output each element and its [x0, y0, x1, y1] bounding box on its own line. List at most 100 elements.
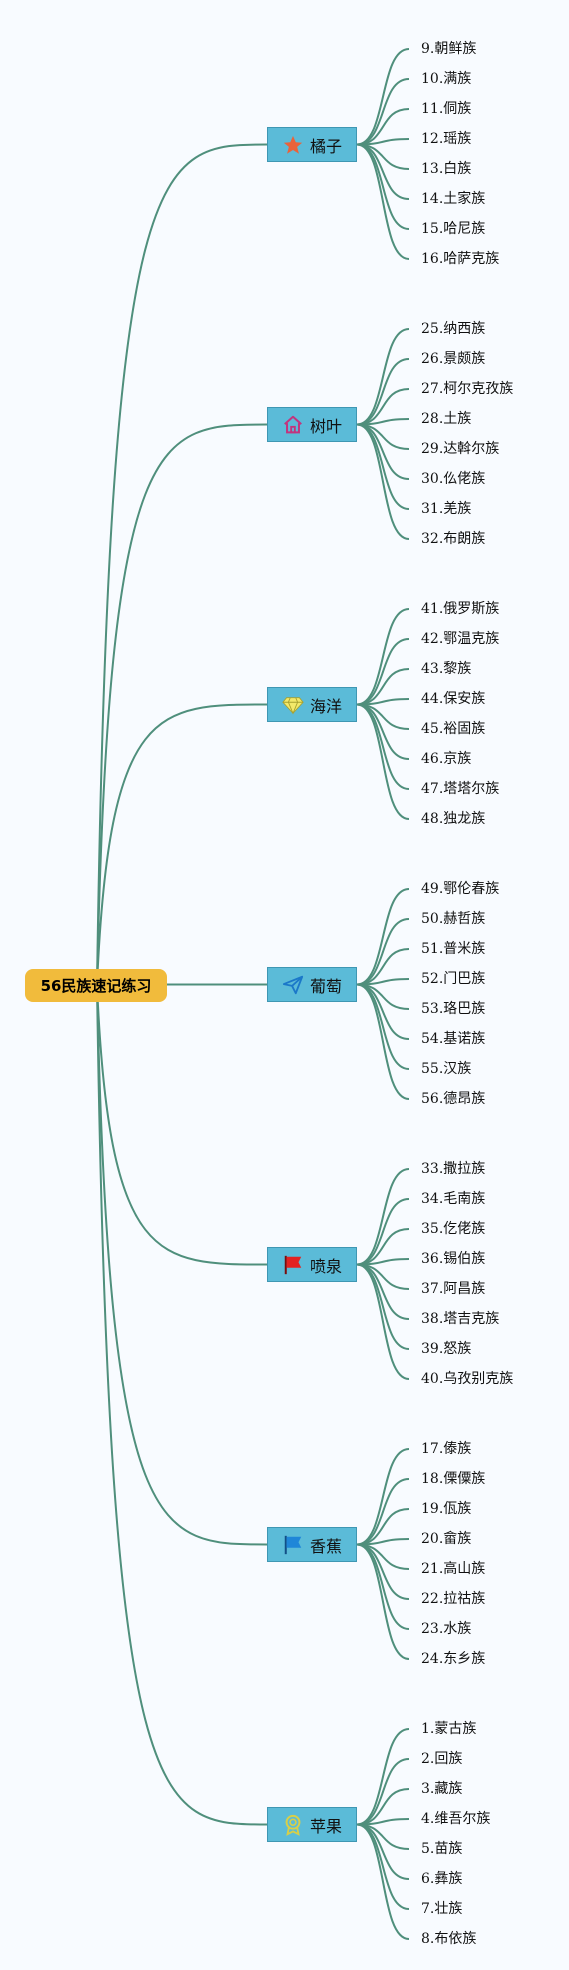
leaf-topic[interactable]: 9.朝鲜族	[421, 41, 477, 57]
branch-leaf-link	[356, 1448, 410, 1546]
branch-label: 海洋	[309, 696, 342, 716]
leaf-topic[interactable]: 12.瑶族	[421, 131, 472, 147]
branch-label: 苹果	[309, 1816, 342, 1836]
leaf-topic[interactable]: 24.东乡族	[421, 1651, 486, 1667]
leaf-topic[interactable]: 22.拉祜族	[421, 1591, 486, 1607]
leaf-topic[interactable]: 44.保安族	[421, 691, 486, 707]
leaf-topic[interactable]: 52.门巴族	[421, 971, 486, 987]
leaf-topic[interactable]: 40.乌孜别克族	[421, 1371, 514, 1387]
branch-leaf-link	[356, 1263, 410, 1380]
leaf-topic[interactable]: 34.毛南族	[421, 1191, 486, 1207]
branch-leaf-link	[356, 48, 410, 146]
leaf-topic[interactable]: 56.德昂族	[421, 1091, 486, 1107]
leaf-topic[interactable]: 13.白族	[421, 161, 472, 177]
leaf-topic[interactable]: 45.裕固族	[421, 721, 486, 737]
branch-topic-4[interactable]: 葡萄	[267, 967, 357, 1002]
branch-topic-7[interactable]: 苹果	[267, 1807, 357, 1842]
leaf-topic[interactable]: 1.蒙古族	[421, 1721, 477, 1737]
branch-leaf-link	[356, 888, 410, 986]
leaf-topic[interactable]: 8.布依族	[421, 1931, 477, 1947]
root-topic[interactable]: 56民族速记练习	[25, 969, 167, 1002]
root-branch-link	[96, 143, 268, 986]
leaf-topic[interactable]: 47.塔塔尔族	[421, 781, 500, 797]
leaf-topic[interactable]: 2.回族	[421, 1751, 463, 1767]
branch-leaf-link	[356, 143, 410, 260]
leaf-topic[interactable]: 5.苗族	[421, 1841, 463, 1857]
house-icon	[282, 414, 304, 436]
leaf-topic[interactable]: 21.高山族	[421, 1561, 486, 1577]
root-branch-link	[96, 423, 268, 986]
leaf-topic[interactable]: 14.土家族	[421, 191, 486, 207]
leaf-topic[interactable]: 42.鄂温克族	[421, 631, 500, 647]
leaf-topic[interactable]: 17.傣族	[421, 1441, 472, 1457]
leaf-topic[interactable]: 49.鄂伦春族	[421, 881, 500, 897]
leaf-topic[interactable]: 55.汉族	[421, 1061, 472, 1077]
leaf-topic[interactable]: 16.哈萨克族	[421, 251, 500, 267]
branch-leaf-link	[356, 638, 410, 706]
branch-leaf-link	[356, 608, 410, 706]
leaf-topic[interactable]: 10.满族	[421, 71, 472, 87]
branch-leaf-link	[356, 1823, 410, 1940]
leaf-topic[interactable]: 29.达斡尔族	[421, 441, 500, 457]
leaf-topic[interactable]: 54.基诺族	[421, 1031, 486, 1047]
leaf-topic[interactable]: 4.维吾尔族	[421, 1811, 491, 1827]
diamond-icon	[282, 694, 304, 716]
red-flag-icon	[282, 1254, 304, 1276]
leaf-topic[interactable]: 36.锡伯族	[421, 1251, 486, 1267]
branch-leaf-link	[356, 1543, 410, 1600]
leaf-topic[interactable]: 33.撒拉族	[421, 1161, 486, 1177]
branch-leaf-link	[356, 1478, 410, 1546]
leaf-topic[interactable]: 39.怒族	[421, 1341, 472, 1357]
branch-label: 树叶	[309, 416, 342, 436]
leaf-topic[interactable]: 41.俄罗斯族	[421, 601, 500, 617]
leaf-topic[interactable]: 31.羌族	[421, 501, 472, 517]
branch-leaf-link	[356, 423, 410, 480]
leaf-topic[interactable]: 3.藏族	[421, 1781, 463, 1797]
leaf-topic[interactable]: 30.仫佬族	[421, 471, 486, 487]
leaf-topic[interactable]: 35.仡佬族	[421, 1221, 486, 1237]
branch-leaf-link	[356, 1728, 410, 1826]
branch-leaf-link	[356, 358, 410, 426]
branch-topic-6[interactable]: 香蕉	[267, 1527, 357, 1562]
branch-label: 喷泉	[309, 1256, 342, 1276]
leaf-topic[interactable]: 18.傈僳族	[421, 1471, 486, 1487]
branch-topic-3[interactable]: 海洋	[267, 687, 357, 722]
root-branch-link	[96, 984, 268, 1826]
branch-leaf-link	[356, 328, 410, 426]
leaf-topic[interactable]: 26.景颇族	[421, 351, 486, 367]
leaf-topic[interactable]: 20.畲族	[421, 1531, 472, 1547]
branch-leaf-link	[356, 703, 410, 820]
leaf-topic[interactable]: 23.水族	[421, 1621, 472, 1637]
branch-leaf-link	[356, 703, 410, 760]
branch-topic-2[interactable]: 树叶	[267, 407, 357, 442]
leaf-topic[interactable]: 50.赫哲族	[421, 911, 486, 927]
branch-leaf-link	[356, 918, 410, 986]
leaf-topic[interactable]: 25.纳西族	[421, 321, 486, 337]
branch-label: 橘子	[309, 136, 342, 156]
leaf-topic[interactable]: 19.佤族	[421, 1501, 472, 1517]
branch-leaf-link	[356, 143, 410, 200]
blue-flag-icon	[282, 1534, 304, 1556]
leaf-topic[interactable]: 53.珞巴族	[421, 1001, 486, 1017]
leaf-topic[interactable]: 11.侗族	[421, 101, 472, 117]
leaf-topic[interactable]: 37.阿昌族	[421, 1281, 486, 1297]
leaf-topic[interactable]: 38.塔吉克族	[421, 1311, 500, 1327]
branch-leaf-link	[356, 1168, 410, 1266]
branch-leaf-link	[356, 1263, 410, 1320]
branch-topic-5[interactable]: 喷泉	[267, 1247, 357, 1282]
branch-topic-1[interactable]: 橘子	[267, 127, 357, 162]
leaf-topic[interactable]: 6.彝族	[421, 1871, 463, 1887]
leaf-topic[interactable]: 48.独龙族	[421, 811, 486, 827]
branch-label: 香蕉	[309, 1536, 342, 1556]
leaf-topic[interactable]: 43.黎族	[421, 661, 472, 677]
leaf-topic[interactable]: 46.京族	[421, 751, 472, 767]
leaf-topic[interactable]: 15.哈尼族	[421, 221, 486, 237]
leaf-topic[interactable]: 7.壮族	[421, 1901, 463, 1917]
branch-leaf-link	[356, 1543, 410, 1660]
leaf-topic[interactable]: 28.土族	[421, 411, 472, 427]
leaf-topic[interactable]: 51.普米族	[421, 941, 486, 957]
leaf-topic[interactable]: 27.柯尔克孜族	[421, 381, 514, 397]
leaf-topic[interactable]: 32.布朗族	[421, 531, 486, 547]
